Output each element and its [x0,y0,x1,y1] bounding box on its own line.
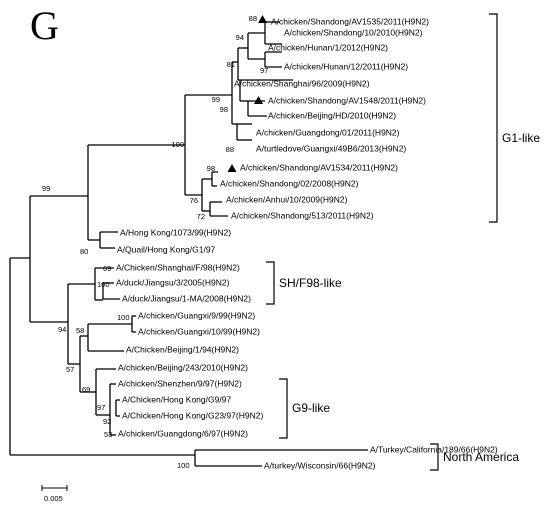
filled-triangle-icon [254,96,263,104]
scale-bar-line [41,485,68,491]
bootstrap-value: 99 [42,184,50,193]
bootstrap-value: 100 [171,140,184,149]
panel-letter: G [30,3,59,48]
clade-label-g1-like: G1-like [502,131,540,145]
leaf-label: A/duck/Jiangsu/1-MA/2008(H9N2) [122,293,251,303]
leaf-label: A/chicken/Shandong/AV1548/2011(H9N2) [268,95,426,105]
leaf-label: A/chicken/Guangxi/9/99(H9N2) [138,310,255,320]
bootstrap-value: 88 [249,14,257,23]
leaf-label: A/chicken/Shandong/10/2010(H9N2) [284,27,423,37]
leaf-label: A/Hong Kong/1073/99(H9N2) [120,227,231,237]
bootstrap-value: 94 [58,325,66,334]
leaf-label: A/chicken/Guangdong/01/2011(H9N2) [256,127,400,137]
leaf-label: A/chicken/Guangxi/10/99(H9N2) [138,326,260,336]
clade-label-sh-f98-like: SH/F98-like [279,276,342,290]
leaf-label: A/chicken/Hunan/1/2012(H9N2) [268,42,388,52]
bootstrap-value: 99 [212,95,220,104]
bootstrap-value: 57 [66,365,74,374]
leaf-label: A/Chicken/Beijing/1/94(H9N2) [126,344,239,354]
leaf-label: A/turtledove/Guangxi/49B6/2013(H9N2) [256,143,406,153]
leaf-label: A/chicken/Beijing/243/2010(H9N2) [118,362,248,372]
leaf-label: A/chicken/Anhui/10/2009(H9N2) [226,194,348,204]
tree-branches [9,21,368,467]
bootstrap-value: 80 [80,247,88,256]
bootstrap-value: 97 [97,403,105,412]
filled-triangle-icon [227,164,237,172]
bootstrap-value: 58 [76,326,84,335]
leaf-label: A/chicken/Shandong/AV1535/2011(H9N2) [271,16,429,26]
leaf-labels: A/chicken/Shandong/AV1535/2011(H9N2) A/c… [116,16,498,470]
bootstrap-value: 88 [226,145,234,154]
leaf-label: A/Quail/Hong Kong/G1/97 [117,244,216,254]
bootstrap-value: 100 [97,280,110,289]
bootstrap-value: 98 [220,105,228,114]
scale-bar-label: 0.005 [44,494,63,503]
leaf-label: A/chicken/Shanghai/96/2009(H9N2) [234,78,370,88]
leaf-label: A/chicken/Shandong/02/2008(H9N2) [220,178,359,188]
leaf-label: A/turkey/Wisconsin/66(H9N2) [264,460,376,470]
bootstrap-value: 98 [207,164,215,173]
marker-group [227,15,267,172]
bootstrap-value: 92 [103,417,111,426]
leaf-label: A/Turkey/California/189/66(H9N2) [370,444,498,454]
bootstrap-values: 88 94 81 97 99 98 100 88 98 76 72 99 80 … [42,14,268,470]
leaf-label: A/chicken/Shandong/513/2011(H9N2) [231,210,374,220]
leaf-label: A/chicken/Beijing/HD/2010(H9N2) [268,110,396,120]
clade-bracket-sh-f98-like [266,261,275,305]
bootstrap-value: 69 [82,385,90,394]
clade-bracket-g1-like [489,13,498,223]
leaf-label: A/chicken/Guangdong/6/97(H9N2) [118,428,248,438]
leaf-label: A/chicken/Shenzhen/9/97(H9N2) [118,378,242,388]
leaf-label: A/chicken/Shandong/AV1534/2011(H9N2) [240,162,398,172]
bootstrap-value: 81 [227,60,235,69]
clade-label-north-america: North America [443,450,519,464]
bootstrap-value: 53 [104,430,112,439]
bootstrap-value: 72 [197,212,205,221]
scale-bar: 0.005 [41,485,68,503]
bootstrap-value: 69 [103,264,111,273]
filled-triangle-icon [258,15,267,23]
clade-bracket-north-america [430,443,439,471]
leaf-label: A/Chicken/Hong Kong/G9/97 [122,394,231,404]
clade-bracket-g9-like [279,378,288,439]
bootstrap-value: 100 [177,461,190,470]
leaf-label: A/Chicken/Hong Kong/G23/97(H9N2) [122,410,263,420]
clade-label-g9-like: G9-like [292,401,330,415]
leaf-label: A/Chicken/Shanghai/F/98(H9N2) [116,262,240,272]
leaf-label: A/chicken/Hunan/12/2011(H9N2) [284,61,408,71]
bootstrap-value: 97 [260,66,268,75]
bootstrap-value: 76 [190,196,198,205]
leaf-label: A/duck/Jiangsu/3/2005(H9N2) [116,277,230,287]
clade-brackets: G1-like SH/F98-like G9-like North Americ… [266,13,540,471]
bootstrap-value: 94 [236,33,244,42]
bootstrap-value: 100 [117,313,130,322]
